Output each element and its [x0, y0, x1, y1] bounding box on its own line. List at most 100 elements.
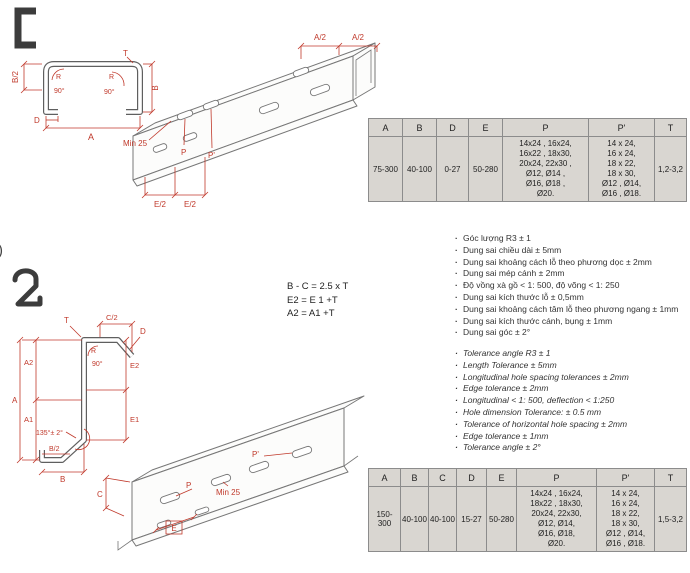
z-purlin-isometric-drawing: C E Min 25 P P'	[97, 395, 365, 551]
dim-label-90-1: 90°	[54, 87, 65, 95]
c-channel-isometric-drawing: A/2 A/2 Min 25 P P' E/2 E/2	[123, 33, 381, 209]
section-2-marker: )	[0, 242, 3, 259]
c-profile-icon	[14, 7, 36, 49]
z-profile-icon	[12, 268, 43, 307]
dim-label-e1: E1	[130, 415, 139, 424]
dim-label-min25: Min 25	[216, 488, 241, 497]
spec-value: 40-100	[402, 136, 437, 202]
spec-value: 1,5-3,2	[654, 486, 687, 552]
note-item: Độ vồng xà gồ < 1: 500, độ võng < 1: 250	[452, 280, 690, 292]
spec-value: 14 x 24, 16 x 24, 18 x 22, 18 x 30, Ø12 …	[596, 486, 655, 552]
spec-col-header: A	[368, 468, 401, 487]
dim-label-90: 90°	[92, 360, 103, 368]
formula: A2 = A1 +T	[287, 308, 335, 319]
spec-col-header: P'	[588, 118, 655, 137]
formula: B - C = 2.5 x T	[287, 281, 349, 292]
dim-label-a-half-2: A/2	[352, 33, 365, 42]
dim-label-d: D	[140, 327, 146, 336]
c-cross-section-drawing: B/2 R 90° R 90° T B D A	[11, 49, 160, 142]
spec-value: 14 x 24, 16 x 24, 18 x 22, 18 x 30, Ø12 …	[588, 136, 655, 202]
note-item: Tolerance angle R3 ± 1	[452, 348, 690, 360]
dim-label-min25: Min 25	[123, 139, 148, 148]
spec-value: 14x24 , 16x24, 18x22 , 18x30, 20x24, 22x…	[516, 486, 597, 552]
dim-label-t: T	[64, 316, 69, 325]
spec-col-header: B	[402, 118, 437, 137]
tolerance-notes-en: Tolerance angle R3 ± 1 Length Tolerance …	[452, 348, 690, 454]
note-item: Góc lượng R3 ± 1	[452, 233, 690, 245]
spec-col-header: P'	[596, 468, 655, 487]
dim-label-b: B	[60, 475, 65, 484]
spec-col-header: E	[468, 118, 503, 137]
dim-label-90-2: 90°	[104, 88, 115, 96]
note-item: Dung sai góc ± 2°	[452, 327, 690, 339]
tolerance-notes-vi: Góc lượng R3 ± 1 Dung sai chiều dài ± 5m…	[452, 233, 690, 339]
note-item: Dung sai kích thước lỗ ± 0,5mm	[452, 292, 690, 304]
note-item: Dung sai kích thước cánh, bụng ± 1mm	[452, 316, 690, 328]
formula: E2 = E 1 +T	[287, 294, 338, 306]
spec-value: 40-100	[428, 486, 457, 552]
note-item: Edge tolerance ± 2mm	[452, 383, 690, 395]
note-item: Dung sai khoảng cách lỗ theo phương dọc …	[452, 257, 690, 269]
spec-value: 0-27	[436, 136, 469, 202]
note-item: Length Tolerance ± 5mm	[452, 360, 690, 372]
spec-col-header: P	[502, 118, 589, 137]
dim-label-d: D	[34, 116, 40, 125]
dim-label-r2: R	[109, 74, 114, 81]
dim-label-b-half: B/2	[49, 446, 60, 453]
slot-holes	[152, 66, 331, 153]
note-item: Longitudinal hole spacing tolerances ± 2…	[452, 372, 690, 384]
note-item: Dung sai chiều dài ± 5mm	[452, 245, 690, 257]
note-item: Hole dimension Tolerance: ± 0.5 mm	[452, 407, 690, 419]
dim-label-a1: A1	[24, 415, 33, 424]
spec-col-header: D	[456, 468, 487, 487]
spec-col-header: C	[428, 468, 457, 487]
spec-col-header: E	[486, 468, 517, 487]
note-item: Tolerance of horizontal hole spacing ± 2…	[452, 419, 690, 431]
note-item: Longitudinal < 1: 500, deflection < 1:25…	[452, 395, 690, 407]
hole-label-p: P	[186, 481, 191, 490]
spec-col-header: D	[436, 118, 469, 137]
dim-label-a2: A2	[24, 358, 33, 367]
note-item: Edge tolerance ± 1mm	[452, 431, 690, 443]
spec-col-header: T	[654, 468, 687, 487]
spec-col-header: A	[368, 118, 403, 137]
dim-label-t: T	[123, 49, 128, 58]
dim-label-e-half-1: E/2	[154, 200, 167, 209]
spec-row: 150-300 40-100 40-100 15-27 50-280 14x24…	[368, 486, 687, 552]
spec-value: 40-100	[400, 486, 429, 552]
dim-label-a: A	[88, 132, 94, 142]
z-purlin-spec-table: A B C D E P P' T 150-300 40-100 40-100 1…	[368, 468, 687, 552]
dim-label-r1: R	[56, 74, 61, 81]
spec-value: 15-27	[456, 486, 487, 552]
dim-label-r: R	[91, 348, 96, 355]
spec-value: 50-280	[468, 136, 503, 202]
dim-label-a-half-1: A/2	[314, 33, 327, 42]
spec-col-header: P	[516, 468, 597, 487]
z-cross-section-drawing: A A2 A1 T C/2 D R 90° E2 E1 135°± 2° B/2…	[12, 313, 146, 484]
dim-label-e: E	[171, 524, 176, 533]
dim-label-c: C	[97, 490, 103, 499]
c-channel-spec-table: A B D E P P' T 75-300 40-100 0-27 50-280…	[368, 118, 687, 202]
dim-label-b-half: B/2	[11, 70, 20, 83]
spec-col-header: T	[654, 118, 687, 137]
dim-label-c-half: C/2	[106, 313, 118, 322]
dim-label-135: 135°± 2°	[36, 429, 63, 437]
spec-value: 75-300	[368, 136, 403, 202]
note-item: Tolerance angle ± 2°	[452, 442, 690, 454]
note-item: Dung sai khoảng cách tâm lỗ theo phương …	[452, 304, 690, 316]
dim-label-e-half-2: E/2	[184, 200, 197, 209]
hole-label-p-prime: P'	[208, 151, 215, 160]
spec-value: 50-280	[486, 486, 517, 552]
dim-label-e2: E2	[130, 361, 139, 370]
formula-block: B - C = 2.5 x T E2 = E 1 +T A2 = A1 +T	[287, 280, 348, 321]
note-item: Dung sai mép cánh ± 2mm	[452, 268, 690, 280]
hole-label-p-prime: P'	[252, 450, 259, 459]
spec-value: 150-300	[368, 486, 401, 552]
dim-label-a: A	[12, 396, 18, 405]
spec-row: 75-300 40-100 0-27 50-280 14x24 , 16x24,…	[368, 136, 687, 202]
dim-label-b: B	[151, 85, 160, 90]
spec-value: 1,2-3,2	[654, 136, 687, 202]
slot-holes	[156, 445, 313, 529]
hole-label-p: P	[181, 148, 186, 157]
